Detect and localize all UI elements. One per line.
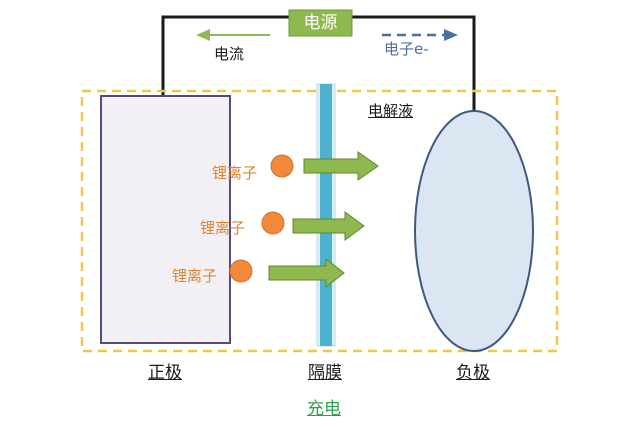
circuit-wire-right [350,15,476,117]
negative-electrode [414,110,534,352]
lithium-ion-label-1: 锂离子 [212,164,258,182]
ion-arrow-2 [292,211,365,241]
lithium-ion-2 [261,211,285,235]
electrolyte-label: 电解液 [368,102,414,120]
power-source-box [288,9,353,37]
positive-electrode-label: 正极 [148,363,182,383]
current-arrow-head [196,29,210,41]
lithium-ion-label-3: 锂离子 [172,267,218,285]
electrolyte-region [80,89,559,353]
circuit-wire-left [161,15,292,96]
charging-label: 充电 [307,399,341,419]
ion-arrow-3 [268,257,345,289]
lithium-ion-label-2: 锂离子 [200,219,246,237]
separator-membrane [320,84,332,346]
lithium-ion-1 [270,154,294,178]
positive-electrode [100,95,231,344]
power-source-label: 电源 [303,13,338,33]
ion-arrow-1 [303,151,379,181]
lithium-ion-3 [229,259,253,283]
separator-label: 隔膜 [308,363,342,383]
negative-electrode-label: 负极 [456,363,490,383]
electron-label: 电子e- [384,40,429,58]
current-label: 电流 [214,45,245,63]
electron-arrow-head [444,29,458,41]
